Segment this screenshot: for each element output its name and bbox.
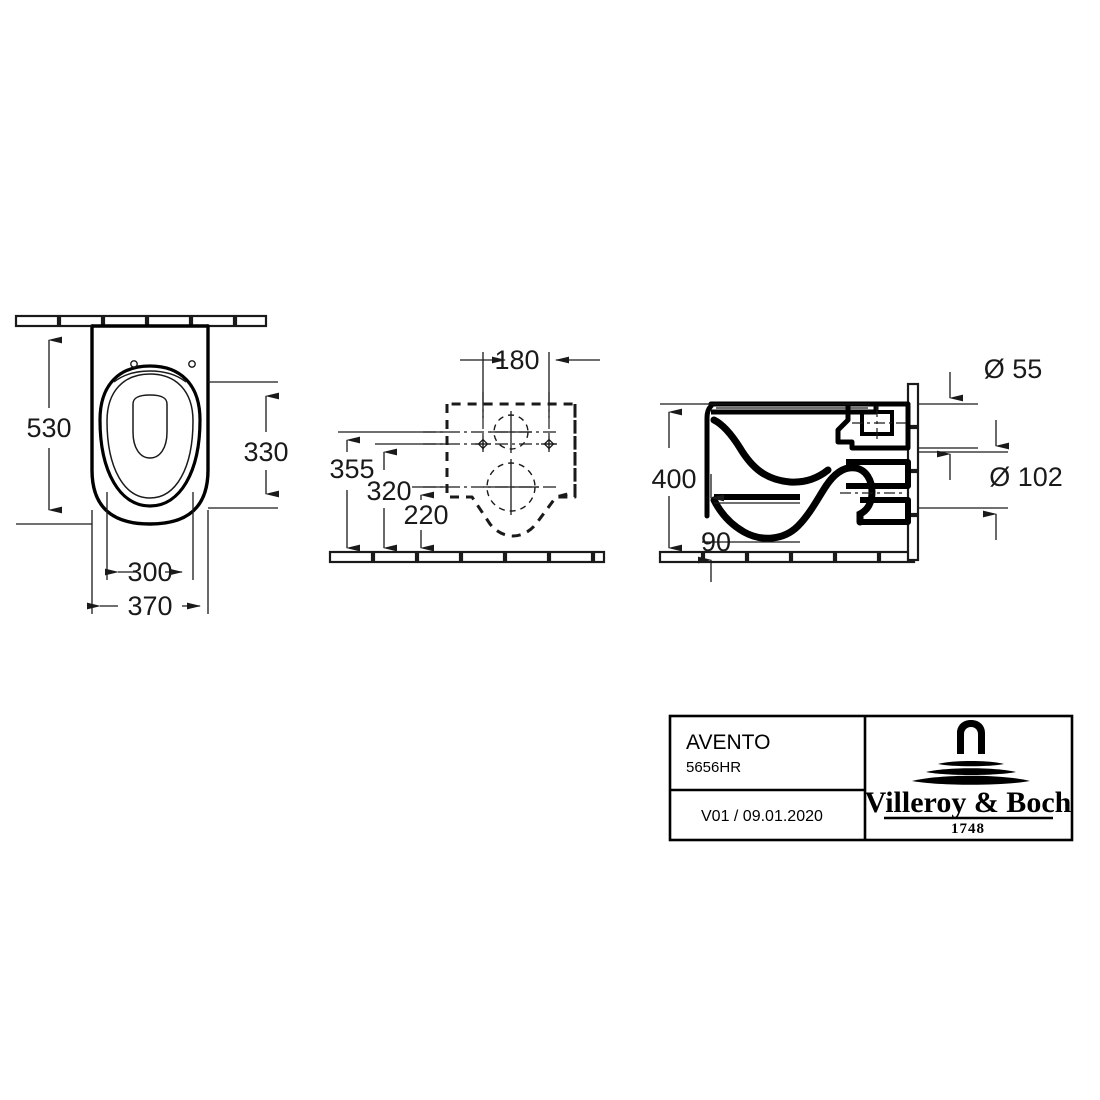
- dimension-d55: [918, 372, 978, 480]
- front-view-wall-hatch: [14, 314, 268, 328]
- plan-view-right-flank: [555, 404, 577, 499]
- dimension-400-label: 400: [651, 464, 696, 494]
- side-view-bowl-lower-curve: [710, 482, 830, 542]
- front-view-fixing-hole-right: [188, 360, 196, 368]
- dimension-370: [87, 510, 209, 614]
- front-view: 530 330 300 370: [14, 314, 289, 621]
- dimension-370-label: 370: [127, 591, 172, 621]
- side-view: 400 90 Ø 55 Ø 102: [651, 354, 1063, 582]
- dimension-d102-label: Ø 102: [989, 462, 1063, 492]
- dimension-d102: [918, 420, 1009, 540]
- brand-year: 1748: [951, 821, 985, 837]
- front-view-bowl-outline: [90, 324, 210, 526]
- dimension-180-label: 180: [494, 345, 539, 375]
- dimension-220-label: 220: [403, 500, 448, 530]
- side-view-front-shell: [704, 401, 714, 519]
- title-block: AVENTO 5656HR V01 / 09.01.2020 Villeroy …: [668, 714, 1074, 842]
- plan-view-floor-hatch: [328, 550, 606, 564]
- fountain-arch-icon: [957, 720, 985, 754]
- product-name: AVENTO: [686, 731, 770, 754]
- side-view-flush-inlet: [835, 401, 911, 451]
- dimension-355: [338, 431, 447, 552]
- revision-date: V01 / 09.01.2020: [701, 808, 823, 825]
- side-view-floor-hatch: [658, 550, 916, 564]
- dimension-90: [698, 474, 800, 582]
- front-view-seat-hinge-line: [113, 370, 187, 383]
- fountain-wave-3: [912, 775, 1030, 785]
- dimension-355-label: 355: [329, 454, 374, 484]
- dimension-330-label: 330: [243, 437, 288, 467]
- front-view-seat-inner: [106, 373, 194, 499]
- dimension-180: [460, 352, 600, 418]
- plan-view: 180 355 320 220: [328, 345, 606, 564]
- dimension-530: [16, 325, 92, 525]
- front-view-bowl-aperture: [132, 394, 168, 459]
- villeroy-boch-fountain-logo: [912, 720, 1030, 785]
- fountain-wave-1: [938, 761, 1004, 767]
- dimension-320-label: 320: [366, 476, 411, 506]
- dimension-320: [375, 443, 447, 552]
- dimension-300-label: 300: [127, 557, 172, 587]
- front-view-fixing-hole-left: [130, 360, 138, 368]
- front-view-seat-outer: [98, 364, 202, 508]
- dimension-330: [208, 381, 279, 509]
- dimension-530-label: 530: [26, 413, 71, 443]
- article-number: 5656HR: [686, 759, 741, 776]
- fountain-wave-2: [926, 768, 1016, 775]
- dimension-d55-label: Ø 55: [984, 354, 1043, 384]
- dimension-220: [412, 486, 447, 552]
- dimension-300: [105, 492, 194, 580]
- side-view-outlet-spigot: [840, 459, 911, 525]
- dimension-90-label: 90: [701, 527, 731, 557]
- dimension-400: [660, 403, 870, 552]
- side-view-bowl-upper-curve: [710, 416, 832, 486]
- brand-name: Villeroy & Boch: [865, 786, 1072, 819]
- side-view-trap-bend: [822, 464, 876, 526]
